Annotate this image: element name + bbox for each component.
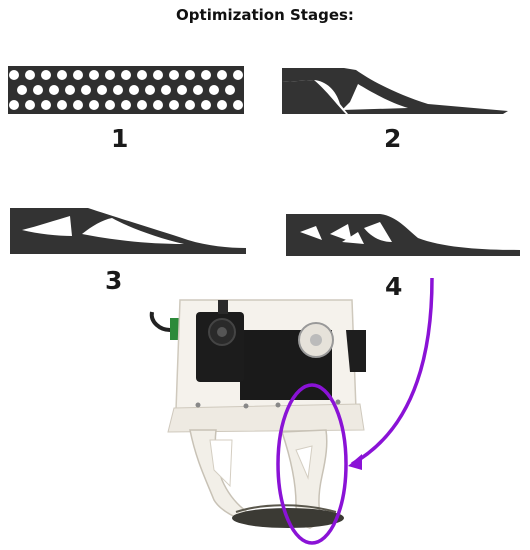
stage-3-number: 3 [105, 266, 123, 295]
stage-2-shape [278, 66, 528, 116]
gripper-body-lower [167, 403, 365, 433]
highlight-ellipse [276, 383, 348, 545]
stage-1-shape [8, 66, 248, 116]
stage-2-number: 2 [384, 124, 402, 153]
stage-4-shape [284, 212, 524, 258]
stage-3-shape [8, 206, 253, 256]
highlight-arrow [351, 277, 434, 466]
cable [149, 311, 171, 332]
diagram-title: Optimization Stages: [176, 6, 354, 24]
stage-1-number: 1 [111, 124, 129, 153]
stage-4-number: 4 [385, 272, 403, 301]
